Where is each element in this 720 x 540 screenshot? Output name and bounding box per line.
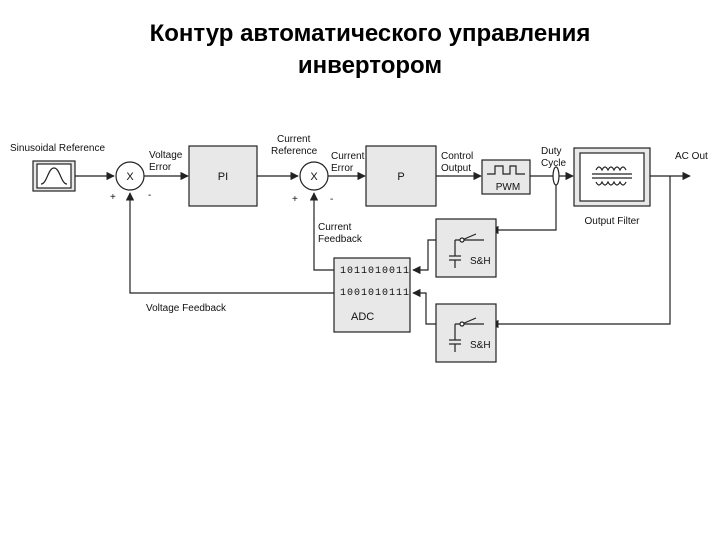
sh2-switch-node xyxy=(459,321,465,327)
current-reference-label-2: Reference xyxy=(271,146,318,157)
pi-block-label: PI xyxy=(218,171,228,183)
sh2-label: S&H xyxy=(470,340,491,351)
duty-cycle-label-2: Cycle xyxy=(541,158,566,169)
p-block-label: P xyxy=(397,171,404,183)
sample-hold-2-block xyxy=(435,303,497,363)
sum2-symbol: X xyxy=(310,171,318,183)
pwm-waveform-icon xyxy=(487,165,525,175)
voltage-feedback-label: Voltage Feedback xyxy=(146,303,227,314)
sum2-minus: - xyxy=(330,194,333,205)
current-error-label-2: Error xyxy=(331,163,354,174)
output-filter-inner xyxy=(579,152,645,202)
sample-hold-1-block xyxy=(435,218,497,278)
pwm-block-label: PWM xyxy=(496,182,520,193)
sinusoidal-reference-label: Sinusoidal Reference xyxy=(10,143,105,154)
sum1-minus: - xyxy=(148,190,151,201)
voltage-error-label-1: Voltage xyxy=(149,150,183,161)
current-feedback-label-2: Feedback xyxy=(318,234,363,245)
control-output-label-1: Control xyxy=(441,151,473,162)
title-line-2: инвертором xyxy=(297,52,443,79)
sh1-switch-node xyxy=(459,237,465,243)
adc-bits-1: 1011010011 xyxy=(340,266,410,277)
wire-sh1-to-adc xyxy=(412,239,436,275)
current-reference-label-1: Current xyxy=(277,134,311,145)
filter-coil-icon xyxy=(595,180,627,186)
current-error-label-1: Current xyxy=(331,151,365,162)
sine-wave-icon xyxy=(40,167,68,185)
sum2-plus: + xyxy=(292,194,298,205)
duty-cycle-label-1: Duty xyxy=(541,146,562,157)
current-sensor-icon xyxy=(552,166,560,186)
output-filter-label: Output Filter xyxy=(584,216,640,227)
adc-bits-2: 1001010111 xyxy=(340,288,410,299)
title-line-1: Контур автоматического управления xyxy=(149,20,591,47)
wire-sensor-to-sh1 xyxy=(490,185,557,235)
current-feedback-label-1: Current xyxy=(318,222,352,233)
adc-label: ADC xyxy=(351,311,374,323)
page-title: Контур автоматического управления инверт… xyxy=(0,18,720,82)
wire-adc-to-sum1 xyxy=(125,192,334,294)
sum1-plus: + xyxy=(110,192,116,203)
pi-block xyxy=(188,145,258,207)
wire-acout-to-sh2 xyxy=(490,176,671,329)
ac-out-label: AC Out xyxy=(675,151,708,162)
pwm-block xyxy=(481,159,531,195)
wire-adc-to-sum2 xyxy=(309,192,334,271)
adc-block xyxy=(333,257,411,333)
filter-inductor-icon xyxy=(595,166,627,172)
sum1-symbol: X xyxy=(126,171,134,183)
wire-sh2-to-adc xyxy=(412,288,436,325)
sh1-label: S&H xyxy=(470,256,491,267)
voltage-error-label-2: Error xyxy=(149,162,172,173)
control-output-label-2: Output xyxy=(441,163,471,174)
